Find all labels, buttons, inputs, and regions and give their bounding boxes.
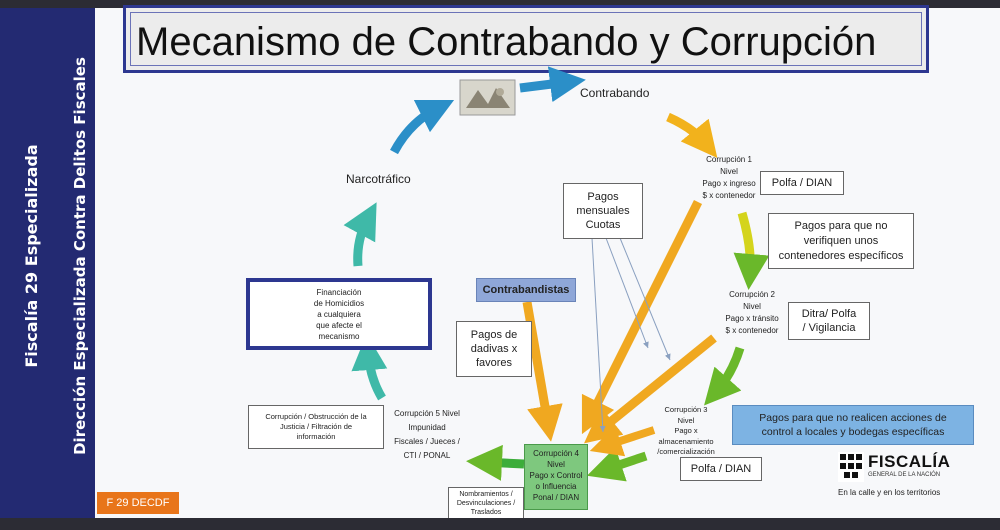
logo-slogan: En la calle y en los territorios [838, 488, 941, 497]
title-inner-border [130, 12, 922, 66]
contraband-photo [459, 79, 516, 116]
sidebar: Fiscalía 29 Especializada Dirección Espe… [0, 8, 95, 518]
arrow-c5-to-financiacion [351, 334, 388, 401]
arrow-financiacion-to-narcotrafico [343, 202, 377, 267]
title-box: Mecanismo de Contrabando y Corrupción [123, 5, 929, 73]
arrow-c4-to-c5 [466, 444, 525, 481]
top-bar [0, 0, 1000, 8]
fiscalia-emblem-icon [838, 452, 864, 482]
arrow-narcotrafico-to-photo [390, 99, 455, 155]
arrow-c2-to-c4 [584, 334, 717, 444]
box-ditra-polfa-vigilancia: Ditra/ Polfa/ Vigilancia [788, 302, 870, 340]
fiscalia-logo: FISCALÍA GENERAL DE LA NACIÓN En la call… [838, 452, 968, 502]
node-narcotrafico: Narcotráfico [346, 172, 411, 186]
arrow-photo-to-contrabando [519, 66, 586, 103]
line-pagos-3 [619, 237, 671, 361]
logo-subtitle: GENERAL DE LA NACIÓN [868, 472, 941, 478]
bottom-bar [0, 518, 1000, 530]
arrow-contrabando-to-c1 [666, 112, 718, 158]
box-polfa-dian-1: Polfa / DIAN [760, 171, 844, 195]
line-pagos-1 [591, 237, 606, 433]
footer-tag: F 29 DECDF [97, 492, 179, 514]
arrow-c1-to-c2 [733, 211, 770, 290]
logo-name: FISCALÍA [868, 452, 951, 471]
line-pagos-2 [605, 237, 649, 349]
arrow-c2-to-c3 [704, 346, 745, 406]
arrow-c3-to-c4-orange [589, 425, 656, 457]
node-contrabando: Contrabando [580, 86, 650, 100]
box-nombramientos: Nombramientos /Desvinculaciones /Traslad… [448, 487, 524, 519]
box-polfa-dian-2: Polfa / DIAN [680, 457, 762, 481]
box-contrabandistas: Contrabandistas [476, 278, 576, 302]
arrow-c1-to-c4 [581, 199, 703, 435]
page-title: Mecanismo de Contrabando y Corrupción [136, 20, 877, 64]
arrow-c3-to-c4 [586, 447, 648, 482]
